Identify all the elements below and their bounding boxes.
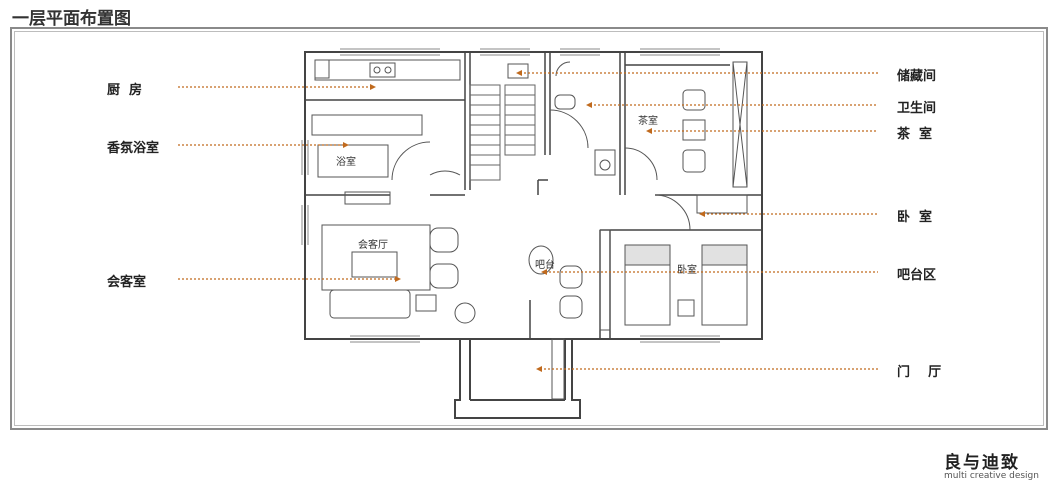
kitchen-counter <box>314 59 461 81</box>
room-text-bar: 吧台 <box>535 258 555 271</box>
room-text-bed: 卧室 <box>677 263 697 276</box>
label-bathroom: 香氛浴室 <box>107 141 160 156</box>
toilet-fixtures <box>507 61 616 176</box>
label-tea: 茶 室 <box>897 127 933 142</box>
label-bar-area: 吧台区 <box>897 268 937 283</box>
bath-fixtures <box>311 114 461 181</box>
room-text-tea: 茶室 <box>638 114 658 127</box>
bedroom-furniture <box>599 194 748 331</box>
label-living: 会客室 <box>107 275 147 290</box>
drawing-frame-inner <box>14 31 1044 426</box>
porch-wall <box>454 339 581 419</box>
living-furniture <box>321 191 476 324</box>
label-storage: 储藏间 <box>897 69 937 84</box>
label-bedroom: 卧 室 <box>897 210 933 225</box>
logo-subtext: multi creative design <box>944 471 1039 481</box>
logo-text: 良与迪致 <box>944 453 1020 473</box>
drawing-frame <box>10 27 1048 430</box>
room-text-bath: 浴室 <box>336 155 356 168</box>
leader-lines <box>178 72 878 370</box>
staircase <box>469 84 536 181</box>
page-title: 一层平面布置图 <box>12 9 131 29</box>
label-kitchen: 厨 房 <box>107 83 143 98</box>
label-entrance: 门 厅 <box>897 365 942 380</box>
room-text-living: 会客厅 <box>358 238 388 251</box>
tea-furniture <box>624 61 748 188</box>
label-toilet: 卫生间 <box>897 101 937 116</box>
brand-logo: 良与迪致 multi creative design <box>944 448 1044 481</box>
